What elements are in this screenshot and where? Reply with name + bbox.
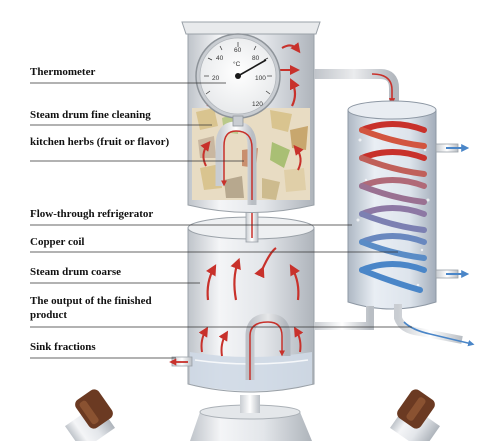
label-output-line1: The output of the finished <box>30 295 152 307</box>
label-sink-fractions: Sink fractions <box>30 341 96 353</box>
thermometer-gauge: 20 40 60 80 100 120 °C <box>195 33 281 127</box>
gauge-unit: °C <box>233 60 241 68</box>
label-refrigerator: Flow-through refrigerator <box>30 208 154 220</box>
gauge-needle <box>237 59 267 77</box>
leader-lines <box>30 82 412 359</box>
label-copper-coil: Copper coil <box>30 236 85 248</box>
label-thermometer: Thermometer <box>30 66 96 78</box>
gauge-tick-20: 20 <box>212 75 220 82</box>
base-handles <box>65 389 440 446</box>
gauge-tick-100: 100 <box>255 75 266 82</box>
copper-coil <box>359 121 427 293</box>
label-fine-cleaning: Steam drum fine cleaning <box>30 109 151 121</box>
label-output-line2: product <box>30 309 68 321</box>
label-herbs: kitchen herbs (fruit or flavor) <box>30 136 170 148</box>
vapor-pipe <box>314 69 399 108</box>
gauge-tick-120: 120 <box>252 101 263 108</box>
coarse-steam-drum <box>169 216 315 393</box>
gauge-tick-40: 40 <box>216 55 224 62</box>
gauge-tick-60: 60 <box>234 47 242 54</box>
flow-through-refrigerator <box>314 100 475 347</box>
gauge-tick-80: 80 <box>252 55 260 62</box>
label-coarse: Steam drum coarse <box>30 266 122 278</box>
